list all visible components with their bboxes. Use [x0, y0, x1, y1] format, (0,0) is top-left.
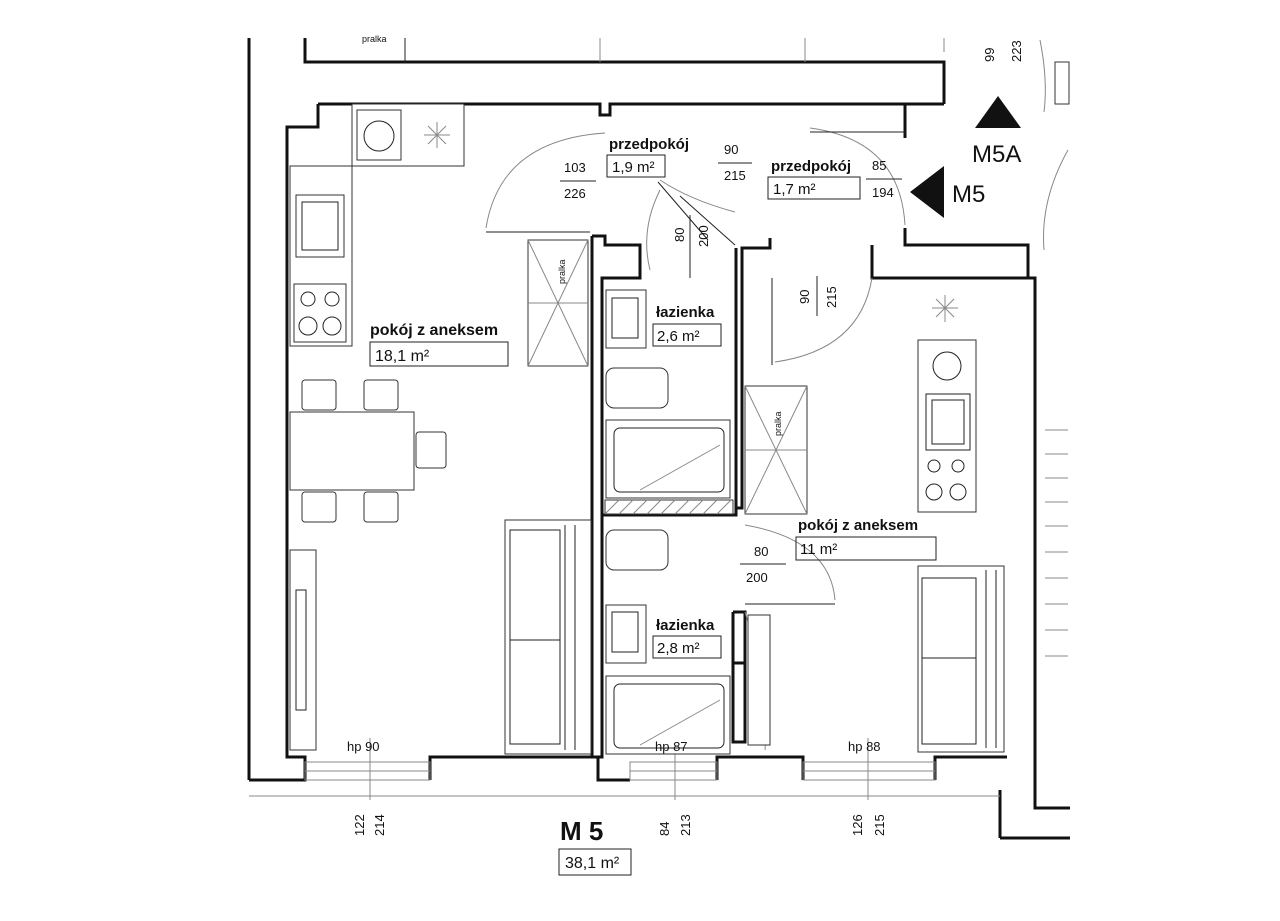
room-name: łazienka: [656, 304, 715, 321]
door-width: 80: [672, 228, 687, 242]
room-area: 18,1 m²: [375, 348, 430, 365]
room-area: 11 m²: [800, 541, 837, 558]
entrance-markers: M5A M5: [910, 96, 1021, 218]
triangle-left-icon: [910, 166, 944, 218]
room-area: 1,7 m²: [773, 181, 816, 198]
door-height: 200: [746, 570, 768, 585]
door-width: 103: [564, 160, 586, 175]
room-name: łazienka: [656, 617, 715, 634]
room-labels: przedpokój 1,9 m² przedpokój 1,7 m² pokó…: [369, 136, 937, 659]
room-area: 2,6 m²: [657, 328, 700, 345]
room-name: przedpokój: [609, 136, 689, 153]
window-height: 214: [372, 814, 387, 836]
marker-m5a: M5A: [972, 141, 1021, 168]
room-area: 2,8 m²: [657, 640, 700, 657]
window-sill: hp 90: [347, 739, 380, 754]
windows: [249, 738, 1000, 800]
window-sill: hp 88: [848, 739, 881, 754]
door-dimensions: 103 226 90 215 85 194 80 200 90 215 80 2…: [560, 142, 902, 585]
door-height: 200: [696, 225, 711, 247]
door-height: 194: [872, 185, 894, 200]
room-name: pokój z aneksem: [370, 322, 498, 339]
top-dim-1: 99: [982, 48, 997, 62]
door-width: 90: [797, 290, 812, 304]
window-width: 126: [850, 814, 865, 836]
appliance-label: pralka: [362, 34, 387, 44]
top-dim-2: 223: [1009, 40, 1024, 62]
door-width: 90: [724, 142, 738, 157]
room-area-box: [795, 536, 937, 561]
room-area-box: [369, 341, 509, 367]
unit-area-box: [558, 848, 632, 876]
unit-area: 38,1 m²: [565, 855, 620, 872]
washer-label: pralka: [557, 259, 567, 284]
room-area: 1,9 m²: [612, 159, 655, 176]
window-dimensions: hp 90 122 214 hp 87 84 213 hp 88 126 215: [347, 739, 887, 836]
window-sill: hp 87: [655, 739, 688, 754]
room-area-box: [767, 176, 861, 200]
room-area-box: [606, 154, 666, 178]
door-width: 85: [872, 158, 886, 173]
unit-code: M 5: [560, 816, 603, 846]
room-name: przedpokój: [771, 158, 851, 175]
window-width: 122: [352, 814, 367, 836]
door-width: 80: [754, 544, 768, 559]
triangle-up-icon: [975, 96, 1021, 128]
window-height: 213: [678, 814, 693, 836]
room-area-box: [652, 635, 722, 659]
window-height: 215: [872, 814, 887, 836]
door-height: 215: [724, 168, 746, 183]
room-name: pokój z aneksem: [798, 517, 918, 534]
door-height: 226: [564, 186, 586, 201]
washer-label-right: pralka: [773, 411, 783, 436]
unit-summary: M 5 38,1 m²: [558, 816, 632, 876]
neighbour-fragments: pralka: [247, 34, 1070, 780]
room-area-box: [652, 323, 722, 347]
furniture-left: pralka: [289, 103, 592, 755]
bathroom-fixtures: [605, 289, 731, 755]
furniture-right: pralka: [744, 295, 1068, 753]
marker-m5: M5: [952, 181, 985, 208]
door-height: 215: [824, 286, 839, 308]
window-width: 84: [657, 822, 672, 836]
top-dimensions: 99 223: [982, 40, 1024, 62]
